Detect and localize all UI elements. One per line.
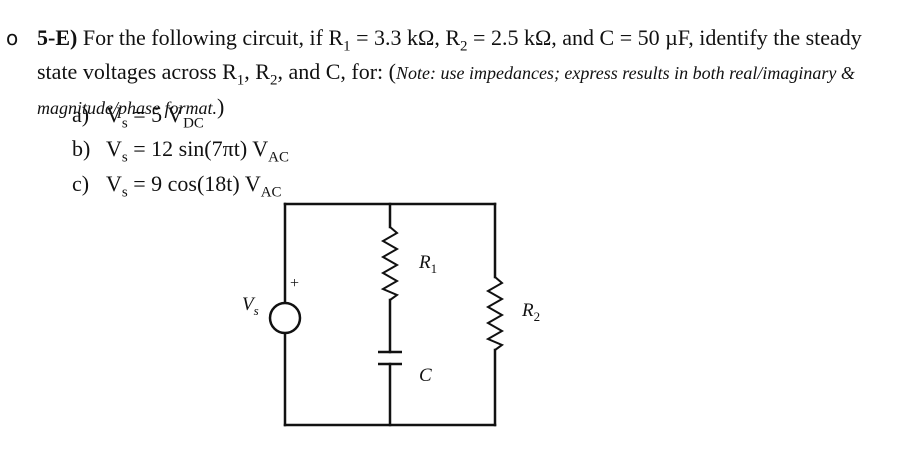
part-value: = 9 cos(18t) V [127,170,261,196]
statement-sub-2: 2 [460,38,468,55]
part-value: = 5 V [127,102,184,127]
statement-text-5: , and C, for: ( [277,59,396,85]
part-unit-sub: AC [260,184,282,201]
source-label: Vs [242,294,259,318]
plus-sign: + [290,275,299,292]
problem-statement: 5-E) For the following circuit, if R1 = … [37,25,887,121]
part-b: b) Vs = 12 sin(7πt) VAC [72,136,289,170]
statement-text-2: = 3.3 kΩ, R [350,25,461,50]
resistor-r1-icon [380,226,400,301]
part-a: a) Vs = 5 VDC [72,102,289,136]
parts-list: a)Vs = 5 VDC b)Vs = 12 sin(7πt) VAC c)Vs… [72,102,289,205]
voltage-source-icon [268,301,302,335]
part-letter: a) [72,102,90,127]
part-letter: c) [72,170,90,196]
statement-text-6: ) [217,93,225,119]
part-var: V [106,102,122,127]
part-var-sub: s [121,115,128,132]
statement-sub-1: 1 [343,38,351,55]
r1-label: R1 [418,252,437,276]
statement-text-3: = 2.5 kΩ, and C = 50 µF, identify the st… [37,25,862,85]
part-value: = 12 sin(7πt) V [127,136,269,162]
part-var: V [106,136,122,162]
part-c: c) Vs = 9 cos(18t) VAC [72,171,289,205]
statement-note: Note: use impedances; express results in… [37,63,855,118]
resistor-r2-icon [485,276,505,351]
statement-text-1: For the following circuit, if R [77,25,344,50]
bullet-icon: o [6,26,19,50]
r2-label: R2 [521,300,540,324]
statement-sub-3: 1 [236,72,245,89]
capacitor-icon [378,350,402,366]
part-letter: b) [72,136,91,162]
statement-sub-4: 2 [269,72,278,89]
part-var-sub: s [121,184,128,201]
capacitor-label: C [419,365,432,386]
statement-text-4: , R [244,59,270,85]
part-unit-sub: AC [268,149,289,166]
question-id: 5-E) [37,25,78,50]
part-var: V [106,170,122,196]
part-var-sub: s [121,149,128,166]
part-unit-sub: DC [183,115,204,132]
